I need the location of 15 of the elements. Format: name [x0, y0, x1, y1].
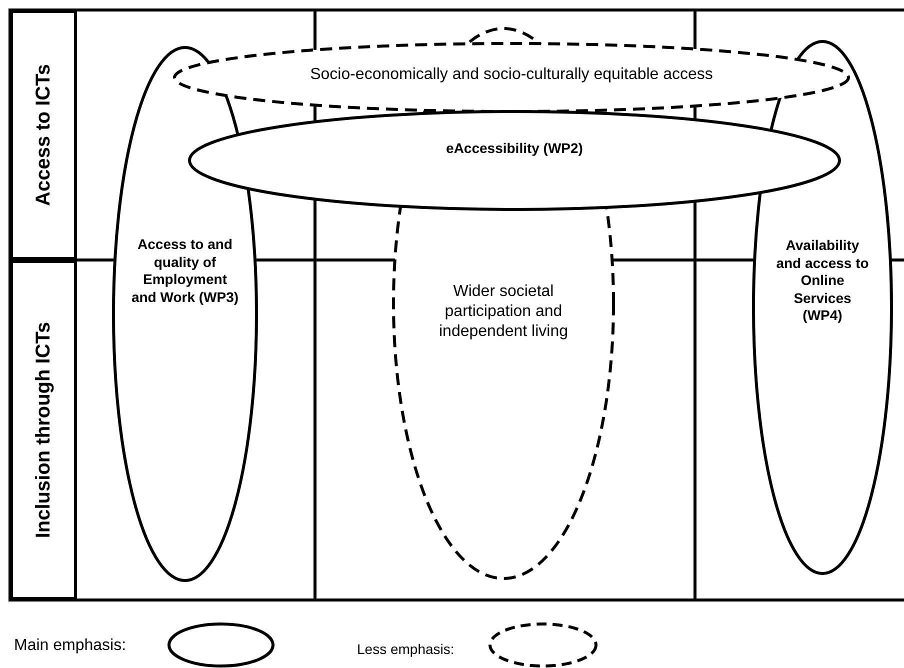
row-header: [10, 10, 77, 260]
legend-label: Main emphasis:: [14, 637, 126, 655]
ellipse-node: [112, 46, 258, 582]
row-label: Inclusion through ICTs: [32, 322, 55, 538]
ellipse-label: Access to and quality of Employment and Work (WP3): [130, 236, 240, 306]
ellipse-node: [188, 110, 841, 211]
ellipse-node: [752, 40, 893, 575]
ellipse-label: eAccessibility (WP2): [445, 140, 584, 158]
row-header: [10, 260, 77, 600]
legend-label: Less emphasis:: [357, 641, 454, 657]
dashed-ellipse-node: [173, 42, 850, 113]
ellipse-label: Socio-economically and socio-culturally equitable access: [309, 65, 714, 85]
ellipse-label: Availability and access to Online Services (WP4): [775, 237, 870, 324]
row-label: Access to ICTs: [32, 64, 55, 206]
ellipse-label: Wider societal participation and independent living: [438, 282, 569, 342]
